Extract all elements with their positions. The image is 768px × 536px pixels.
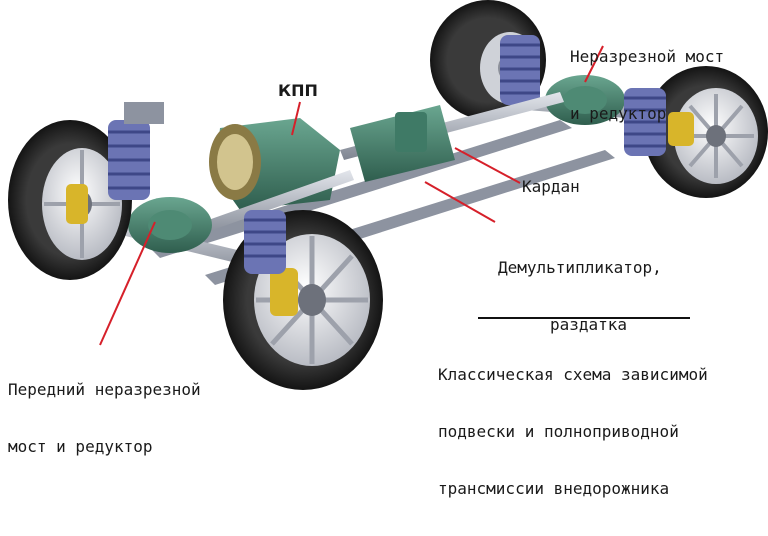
chassis-illustration [8,0,768,390]
label-transfer-case-line-2: раздатка [550,315,628,334]
label-driveshaft: Кардан [522,177,580,196]
rear-right-wheel [644,66,768,198]
rear-right-spring [624,88,666,156]
diagram-stage: Неразрезной мост и редуктор КПП Кардан Д… [8,0,768,498]
caption-line-2: подвески и полноприводной [438,422,679,441]
label-rear-axle: Неразрезной мост и редуктор [570,9,724,161]
gearbox [209,118,340,210]
label-rear-axle-line-2: и редуктор [570,104,667,123]
label-front-axle-line-2: мост и редуктор [8,437,153,456]
front-left-wheel [8,120,132,280]
leader-line-driveshaft [454,147,521,184]
caption-line-1: Классическая схема зависимой [438,365,708,384]
label-transfer-case-line-1: Демультипликатор, [498,258,662,277]
label-front-axle-line-1: Передний неразрезной [8,380,201,399]
leader-lines [99,45,604,346]
label-transfer-case: Демультипликатор, раздатка [498,220,662,372]
label-gearbox: КПП [278,81,318,100]
leader-line-front-axle [99,221,156,346]
front-left-spring [108,102,164,200]
leader-line-gearbox [291,101,301,136]
front-right-spring [244,210,286,274]
transfer-case [350,105,455,182]
caption: Классическая схема зависимой подвески и … [438,327,708,536]
rear-left-spring [500,35,540,105]
leader-line-transfer-case [424,181,496,223]
front-driveshaft [180,170,354,240]
leader-line-rear-axle [584,45,604,83]
label-rear-axle-line-1: Неразрезной мост [570,47,725,66]
label-front-axle: Передний неразрезной мост и редуктор [8,342,201,494]
caption-line-3: трансмиссии внедорожника [438,479,670,498]
